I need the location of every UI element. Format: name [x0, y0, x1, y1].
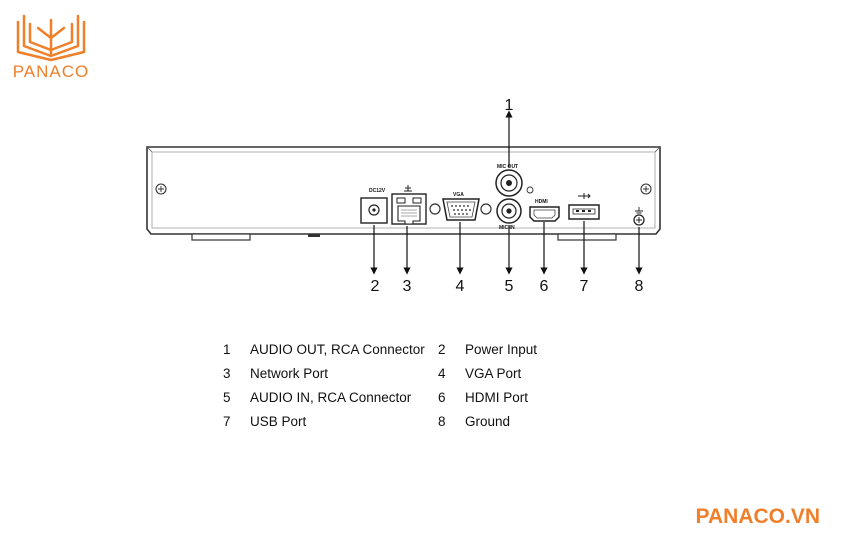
- audio-in-rca-connector: MIC IN: [496, 198, 522, 231]
- legend-label: AUDIO OUT, RCA Connector: [250, 342, 425, 357]
- legend-number: 4: [438, 366, 446, 381]
- book-logo-icon: [16, 14, 86, 62]
- usb-port: [568, 193, 600, 220]
- legend-label: Ground: [465, 414, 511, 429]
- callout-number: 1: [505, 97, 514, 114]
- callout-number: 3: [403, 278, 412, 295]
- callout-number: 2: [371, 278, 380, 295]
- vga-screw-icon: [429, 203, 441, 215]
- legend-number: 3: [223, 366, 231, 381]
- mic-in-label: MIC IN: [499, 225, 515, 231]
- legend-label: USB Port: [250, 414, 307, 429]
- brand-name: PANACO: [12, 62, 90, 81]
- website-watermark: PANACO.VN: [695, 505, 820, 528]
- legend-number: 6: [438, 390, 446, 405]
- network-port: [391, 185, 427, 225]
- callout-number: 4: [456, 278, 465, 295]
- legend-label: VGA Port: [465, 366, 522, 381]
- audio-out-rca-connector: MIC OUT: [495, 164, 534, 197]
- usb-icon: [578, 193, 591, 199]
- legend-number: 7: [223, 414, 231, 429]
- callout-number: 8: [635, 278, 644, 295]
- screw-right-icon: [640, 183, 652, 195]
- vga-screw-icon: [480, 203, 492, 215]
- legend-number: 1: [223, 342, 231, 357]
- ground-terminal-icon: [633, 207, 645, 226]
- callout-number: 7: [580, 278, 589, 295]
- brand-logo: PANACO: [8, 8, 94, 88]
- legend-label: Network Port: [250, 366, 329, 381]
- mic-out-label: MIC OUT: [497, 164, 518, 170]
- port-legend: 1 AUDIO OUT, RCA Connector 2 Power Input…: [223, 340, 583, 431]
- legend-label: AUDIO IN, RCA Connector: [250, 390, 412, 405]
- screw-left-icon: [155, 183, 167, 195]
- power-input-port: DC12V: [360, 188, 388, 224]
- legend-label: Power Input: [465, 342, 538, 357]
- callout-number: 5: [505, 278, 514, 295]
- vga-label: VGA: [453, 192, 464, 198]
- hdmi-label: HDMI: [535, 199, 548, 205]
- dc-in-label: DC12V: [369, 188, 386, 194]
- legend-number: 8: [438, 414, 446, 429]
- legend-number: 2: [438, 342, 446, 357]
- callout-lines: [370, 110, 643, 275]
- callout-number: 6: [540, 278, 549, 295]
- vga-port: VGA: [442, 192, 480, 221]
- legend-label: HDMI Port: [465, 390, 529, 405]
- hdmi-port: HDMI: [529, 199, 560, 222]
- legend-number: 5: [223, 390, 231, 405]
- network-icon: [404, 185, 412, 192]
